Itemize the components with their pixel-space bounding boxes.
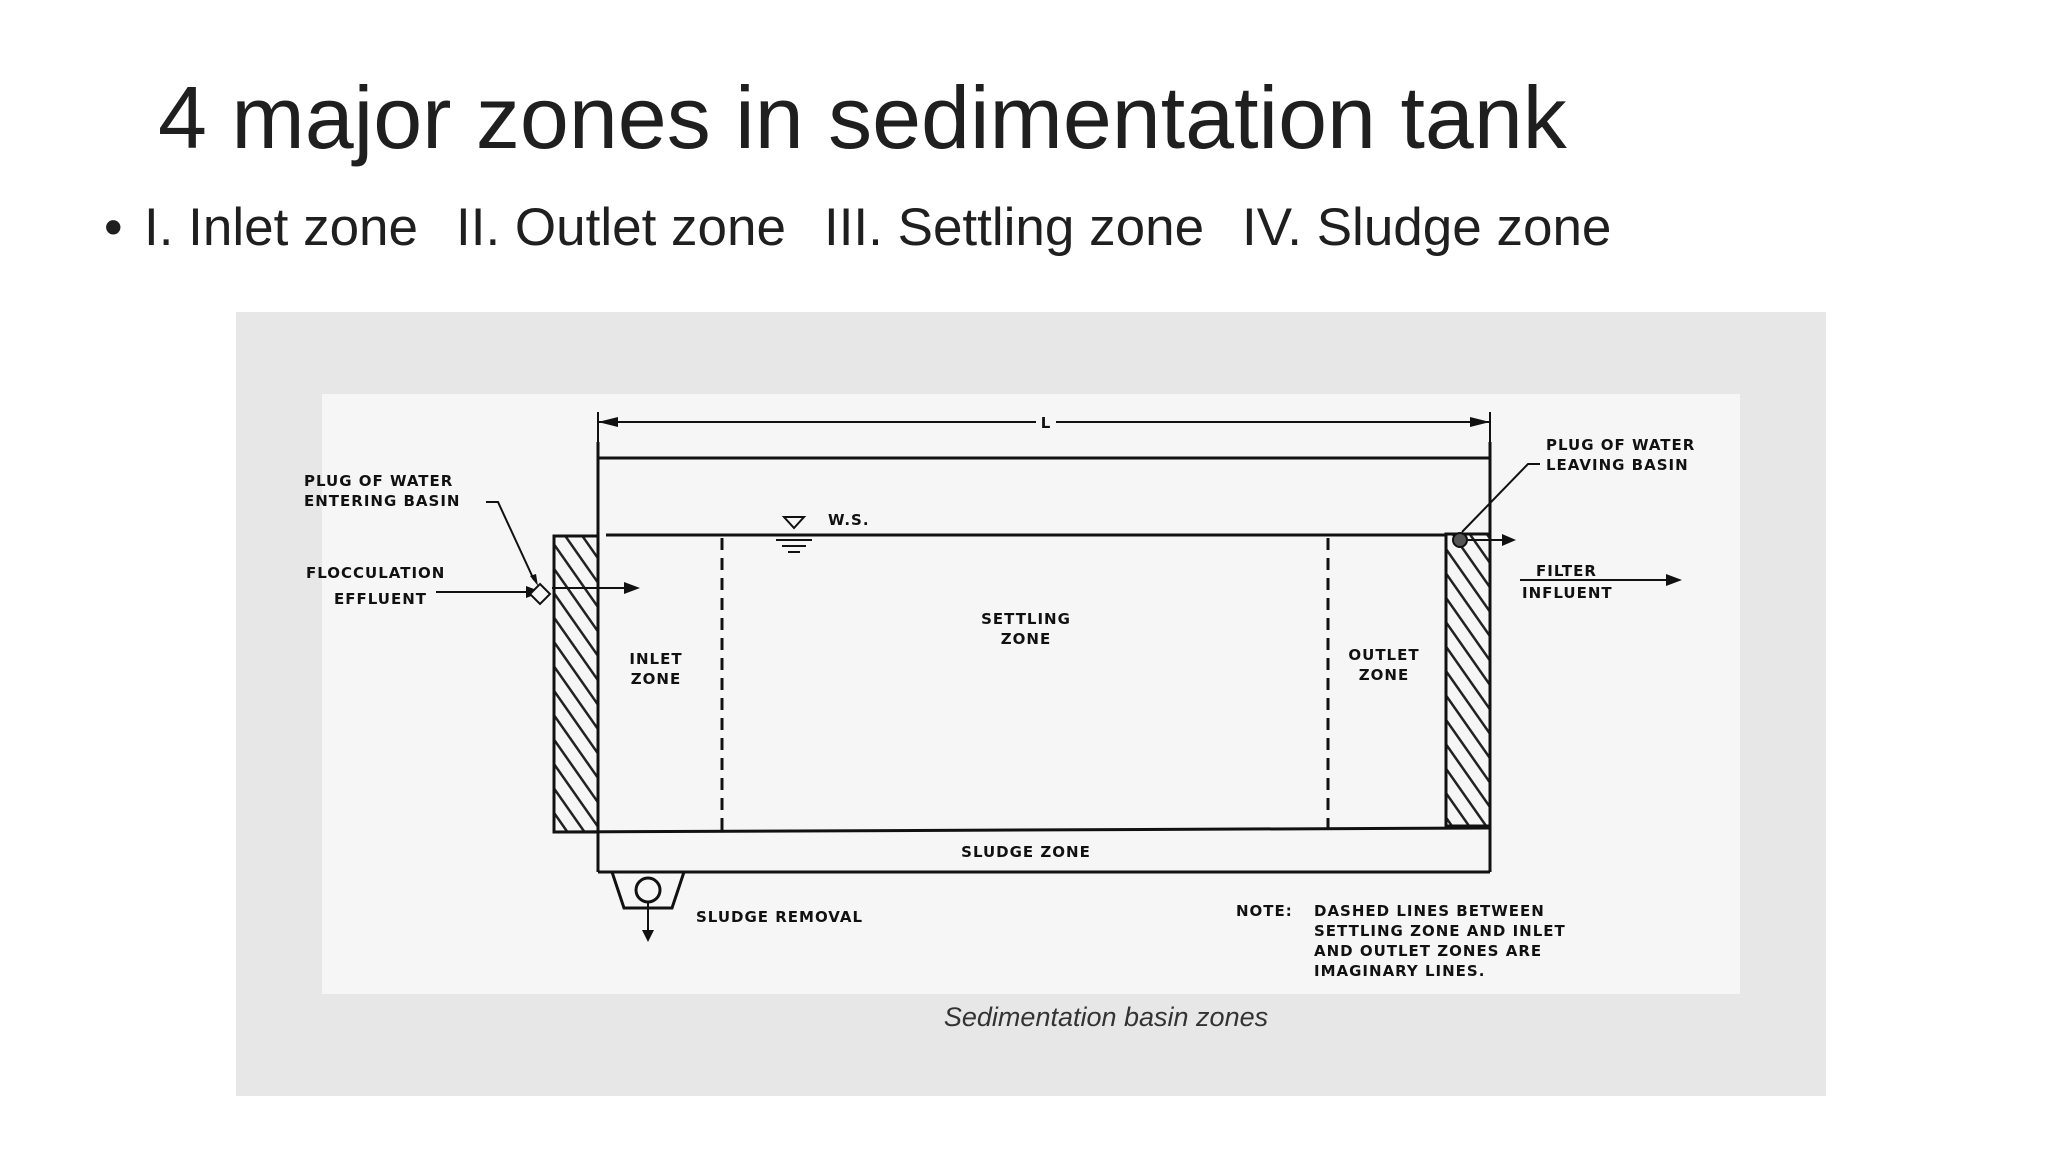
note-line-1: DASHED LINES BETWEEN bbox=[1314, 902, 1545, 920]
sludge-zone-top-line bbox=[553, 826, 1491, 834]
note-label: NOTE: bbox=[1236, 902, 1293, 920]
plug-entering-marker bbox=[528, 582, 552, 606]
sedimentation-basin-figure: L W.S. bbox=[236, 312, 1826, 1096]
note-line-4: IMAGINARY LINES. bbox=[1314, 962, 1485, 980]
settling-zone-label-line2: ZONE bbox=[1001, 630, 1051, 648]
bullet-marker: • bbox=[104, 198, 123, 257]
flocculation-label-line2: EFFLUENT bbox=[334, 590, 427, 608]
filter-label-line2: INFLUENT bbox=[1522, 584, 1613, 602]
plug-leaving-label-line2: LEAVING BASIN bbox=[1546, 456, 1689, 474]
sludge-removal-label: SLUDGE REMOVAL bbox=[696, 908, 863, 926]
outlet-baffle bbox=[1444, 532, 1492, 828]
bullet-list: • I. Inlet zone II. Outlet zone III. Settli… bbox=[104, 196, 1649, 260]
flocculation-label-line1: FLOCCULATION bbox=[306, 564, 445, 582]
settling-zone-label-line1: SETTLING bbox=[981, 610, 1071, 628]
bullet-item-inlet-zone: I. Inlet zone bbox=[144, 198, 419, 257]
sludge-hopper bbox=[609, 870, 687, 942]
plug-entering-label-line1: PLUG OF WATER bbox=[304, 472, 453, 490]
inlet-zone-label-line2: ZONE bbox=[631, 670, 681, 688]
plug-leaving-label-line1: PLUG OF WATER bbox=[1546, 436, 1695, 454]
note-line-2: SETTLING ZONE AND INLET bbox=[1314, 922, 1566, 940]
outlet-zone-label-line1: OUTLET bbox=[1348, 646, 1419, 664]
length-label: L bbox=[1041, 414, 1052, 432]
bullet-item-settling-zone: III. Settling zone bbox=[823, 198, 1205, 257]
water-surface-label: W.S. bbox=[828, 511, 870, 529]
sedimentation-basin-diagram: L W.S. bbox=[304, 394, 1740, 1032]
length-dimension: L bbox=[597, 412, 1491, 442]
note-line-3: AND OUTLET ZONES ARE bbox=[1314, 942, 1542, 960]
plug-entering-label-line2: ENTERING BASIN bbox=[304, 492, 460, 510]
figure-caption: Sedimentation basin zones bbox=[944, 1002, 1268, 1032]
bullet-item-sludge-zone: IV. Sludge zone bbox=[1242, 198, 1612, 257]
plug-leaving-marker bbox=[1452, 532, 1468, 548]
outlet-zone-label-line2: ZONE bbox=[1359, 666, 1409, 684]
water-surface-symbol bbox=[776, 516, 812, 553]
bullet-item-outlet-zone: II. Outlet zone bbox=[456, 198, 786, 257]
inlet-baffle bbox=[552, 534, 600, 834]
plug-entering-leader bbox=[486, 501, 535, 581]
plug-leaving-leader bbox=[1461, 463, 1540, 533]
slide-title: 4 major zones in sedimentation tank bbox=[158, 68, 1567, 167]
bullet-items: I. Inlet zone II. Outlet zone III. Settlin… bbox=[144, 198, 1649, 257]
filter-label-line1: FILTER bbox=[1536, 562, 1597, 580]
sludge-zone-label: SLUDGE ZONE bbox=[961, 843, 1091, 861]
inlet-zone-label-line1: INLET bbox=[629, 650, 682, 668]
